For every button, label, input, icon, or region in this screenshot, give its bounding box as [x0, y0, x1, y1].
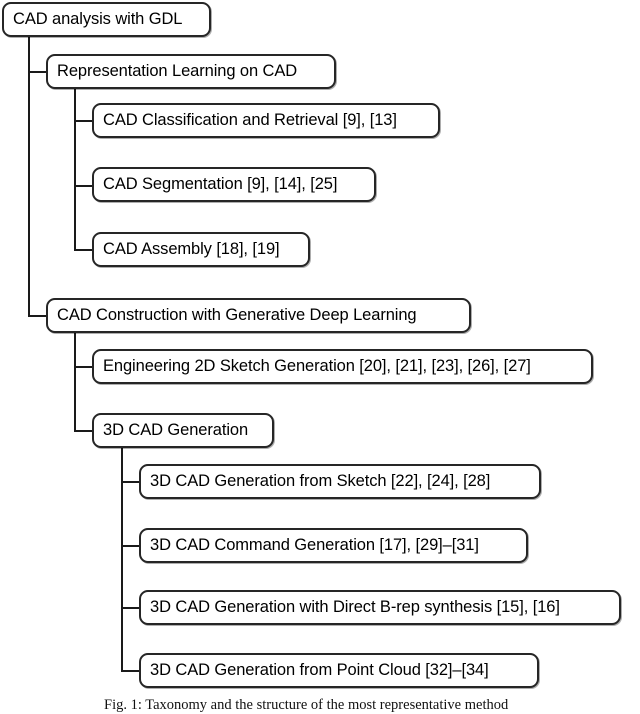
connector-branch-2-trunk — [74, 333, 76, 432]
figure-caption: Fig. 1: Taxonomy and the structure of th… — [104, 697, 509, 713]
node-cad-segmentation-label: CAD Segmentation [9], [14], [25] — [103, 175, 338, 194]
node-3d-cad-generation-brep-synthesis[interactable]: 3D CAD Generation with Direct B-rep synt… — [139, 590, 621, 625]
node-3d-cad-generation-label: 3D CAD Generation — [103, 421, 249, 440]
node-3d-cad-generation[interactable]: 3D CAD Generation — [92, 413, 274, 448]
node-cad-segmentation[interactable]: CAD Segmentation [9], [14], [25] — [92, 167, 376, 202]
connector-3d-generation-child-1 — [121, 481, 139, 483]
node-root[interactable]: CAD analysis with GDL — [2, 2, 211, 37]
node-representation-learning[interactable]: Representation Learning on CAD — [46, 54, 336, 89]
node-3d-cad-generation-from-sketch[interactable]: 3D CAD Generation from Sketch [22], [24]… — [139, 464, 541, 499]
node-3d-cad-command-generation[interactable]: 3D CAD Command Generation [17], [29]–[31… — [139, 528, 528, 563]
node-engineering-2d-sketch-generation[interactable]: Engineering 2D Sketch Generation [20], [… — [92, 349, 593, 384]
connector-branch-1-child-2 — [74, 185, 92, 187]
connector-branch-1-trunk — [74, 89, 76, 251]
node-cad-classification-retrieval[interactable]: CAD Classification and Retrieval [9], [1… — [92, 103, 440, 138]
connector-root-to-branch-2 — [28, 315, 46, 317]
node-root-label: CAD analysis with GDL — [13, 10, 183, 29]
connector-branch-1-child-3 — [74, 249, 92, 251]
connector-3d-generation-child-3 — [121, 607, 139, 609]
connector-3d-generation-child-2 — [121, 545, 139, 547]
node-cad-classification-retrieval-label: CAD Classification and Retrieval [9], [1… — [103, 111, 397, 130]
node-3d-cad-generation-brep-synthesis-label: 3D CAD Generation with Direct B-rep synt… — [150, 598, 560, 617]
node-3d-cad-generation-point-cloud-label: 3D CAD Generation from Point Cloud [32]–… — [150, 661, 489, 680]
node-3d-cad-generation-point-cloud[interactable]: 3D CAD Generation from Point Cloud [32]–… — [139, 653, 539, 688]
connector-3d-generation-child-4 — [121, 670, 139, 672]
connector-branch-2-child-1 — [74, 366, 92, 368]
connector-root-trunk — [28, 36, 30, 316]
node-representation-learning-label: Representation Learning on CAD — [57, 62, 298, 81]
node-3d-cad-command-generation-label: 3D CAD Command Generation [17], [29]–[31… — [150, 536, 479, 555]
connector-root-to-branch-1 — [28, 71, 46, 73]
node-cad-construction-generative[interactable]: CAD Construction with Generative Deep Le… — [46, 298, 471, 333]
node-cad-assembly-label: CAD Assembly [18], [19] — [103, 240, 280, 259]
connector-3d-generation-trunk — [121, 448, 123, 672]
node-engineering-2d-sketch-generation-label: Engineering 2D Sketch Generation [20], [… — [103, 357, 531, 376]
node-3d-cad-generation-from-sketch-label: 3D CAD Generation from Sketch [22], [24]… — [150, 472, 491, 491]
connector-branch-1-child-1 — [74, 120, 92, 122]
node-cad-assembly[interactable]: CAD Assembly [18], [19] — [92, 232, 310, 267]
node-cad-construction-generative-label: CAD Construction with Generative Deep Le… — [57, 306, 417, 325]
connector-branch-2-child-2 — [74, 430, 92, 432]
